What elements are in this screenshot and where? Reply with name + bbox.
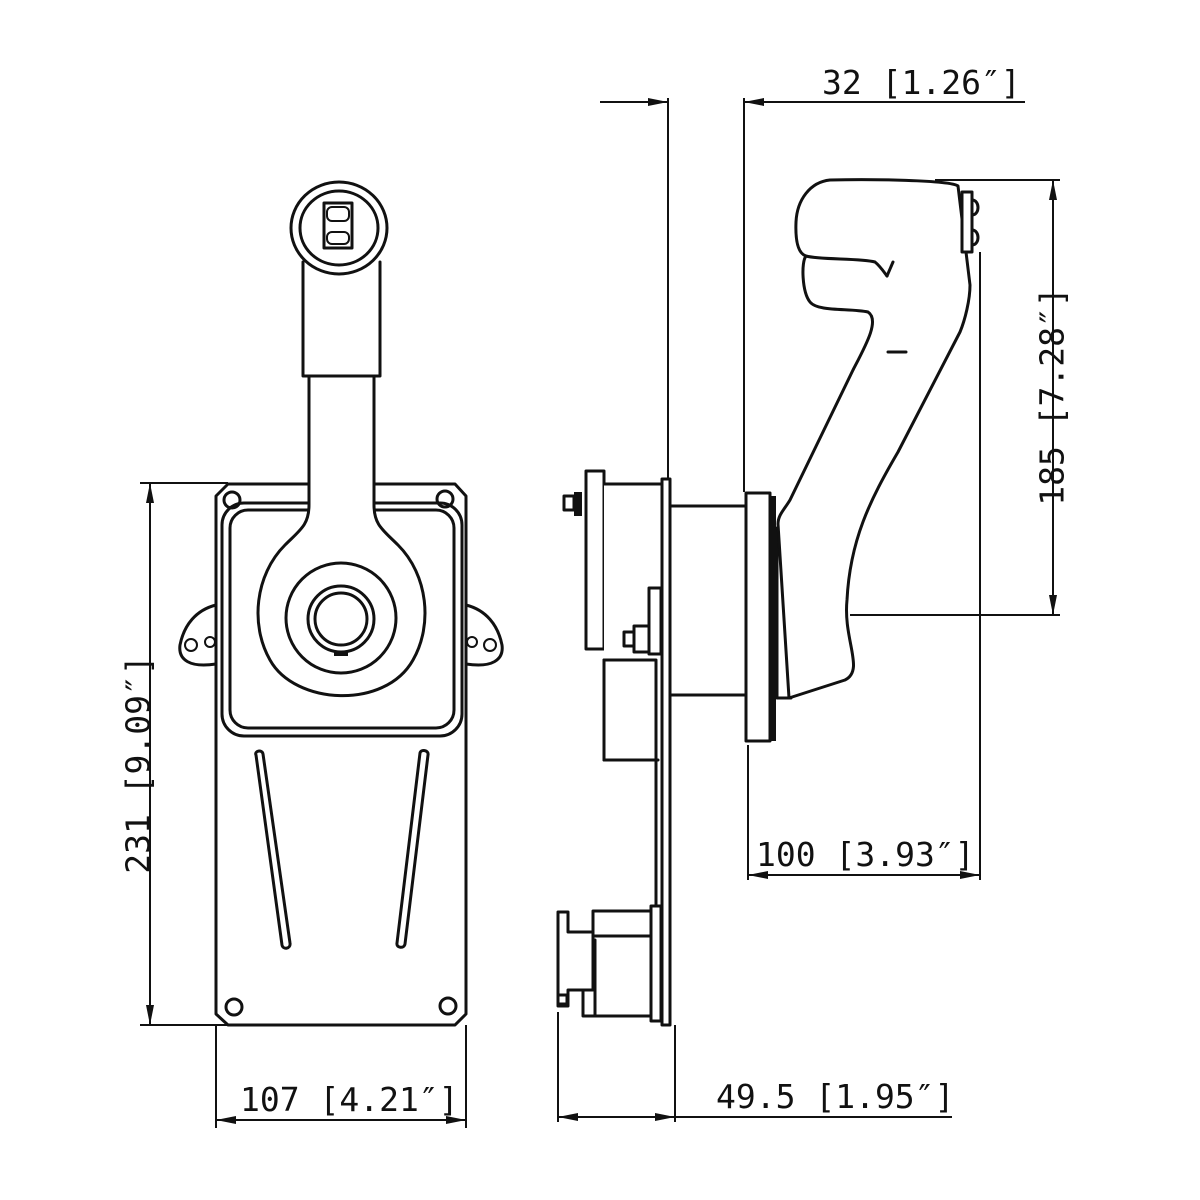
guide-slot-left (254, 749, 292, 950)
mounting-panel-edge (660, 477, 672, 1027)
lever-grip (301, 260, 382, 378)
guide-slot-right (395, 749, 430, 949)
dimension-lines (140, 98, 1060, 1128)
mount-hole-icon (224, 997, 244, 1017)
right-mounting-ear (464, 603, 504, 667)
knob-button-icon (322, 201, 354, 250)
cable-clamp-body (591, 909, 653, 1018)
knob-end-cap (960, 190, 974, 254)
front-flange (744, 491, 772, 743)
dimension-label-lever-reach: 100 [3.93″] (756, 835, 975, 874)
lever-knob (289, 180, 389, 276)
lever-side-profile (776, 178, 972, 700)
cable-clamp-flange (556, 910, 595, 1008)
mid-bracket (647, 586, 663, 656)
shaft-housing (668, 504, 750, 697)
lever-arm (256, 374, 427, 698)
dimension-label-plate-width: 107 [4.21″] (240, 1080, 459, 1119)
mounting-plate (214, 482, 468, 1027)
dimension-label-top-offset: 32 [1.26″] (822, 63, 1021, 102)
side-view (556, 178, 980, 1027)
rear-plate (584, 469, 606, 651)
mount-hole-icon (438, 996, 458, 1016)
mount-hole-icon (435, 489, 455, 509)
dimension-label-rear-depth: 49.5 [1.95″] (716, 1077, 955, 1116)
dimension-label-lever-height: 185 [7.28″] (1032, 287, 1072, 506)
left-mounting-ear (178, 603, 218, 667)
front-view (178, 180, 504, 1027)
hub-ring (284, 561, 398, 675)
dimension-label-plate-height: 231 [9.09″] (118, 655, 158, 874)
